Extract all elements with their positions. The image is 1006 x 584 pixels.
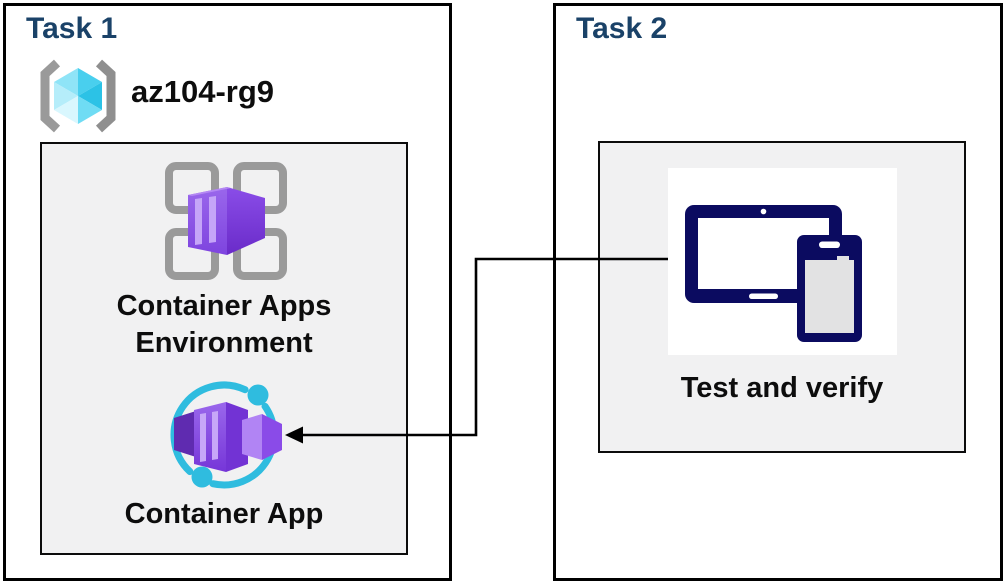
resource-group-icon [36, 58, 120, 134]
container-app-icon [168, 378, 284, 492]
resource-group-name: az104-rg9 [131, 74, 275, 109]
devices-icon-background [668, 168, 897, 355]
test-verify-label: Test and verify [680, 372, 884, 404]
task2-title: Task 2 [576, 12, 668, 45]
devices-icon [685, 205, 862, 342]
container-apps-environment-icon [152, 148, 298, 294]
resource-group: az104-rg9 [36, 58, 416, 138]
container-apps-environment-label: Container Apps Environment [116, 290, 332, 359]
container-app-label: Container App [124, 498, 324, 530]
task1-title: Task 1 [26, 12, 118, 45]
